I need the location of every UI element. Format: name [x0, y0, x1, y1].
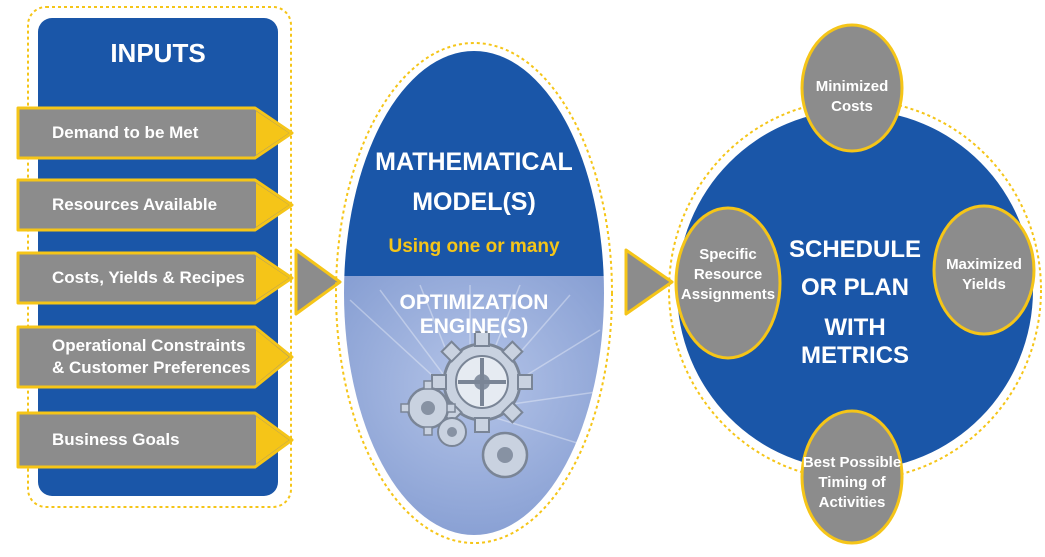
satellite-left-line2: Resource — [693, 266, 763, 283]
satellite-left — [674, 206, 782, 360]
connector-arrow-left — [294, 248, 342, 316]
input-label-demand: Demand to be Met — [52, 123, 199, 142]
input-arrow-goals — [16, 411, 294, 469]
satellite-right-line2: Yields — [962, 276, 1006, 293]
model-oval-border — [335, 42, 613, 544]
satellite-top — [800, 23, 904, 153]
engine-title: OPTIMIZATION ENGINE(S) — [399, 291, 549, 338]
output-circle — [677, 110, 1033, 470]
input-arrow-costs — [16, 251, 294, 305]
satellite-right-line1: Maximized — [946, 256, 1022, 273]
output-center-line1: SCHEDULE — [788, 236, 921, 263]
input-label-goals: Business Goals — [52, 430, 180, 449]
input-label-costs: Costs, Yields & Recipes — [52, 268, 245, 287]
model-title-line1: MATHEMATICAL — [375, 148, 573, 176]
model-title-line2: MODEL(S) — [412, 188, 536, 216]
output-center-line2: OR PLAN — [801, 274, 909, 301]
output-center-line3: WITH METRICS — [801, 314, 909, 369]
satellite-left-line3: Assignments — [680, 286, 776, 303]
model-subtitle: Using one or many — [388, 236, 560, 257]
input-arrow-demand — [16, 106, 294, 160]
satellite-bottom-line1: Best Possible — [802, 454, 902, 471]
satellite-top-line1: Minimized — [815, 78, 889, 95]
satellite-right — [932, 204, 1036, 336]
satellite-top-line2: Costs — [831, 98, 873, 115]
satellite-bottom — [800, 409, 904, 545]
input-label-constraints: Operational Constraints — [52, 336, 246, 355]
input-label-resources: Resources Available — [52, 195, 218, 214]
input-label-preferences: & Customer Preferences — [52, 358, 251, 377]
gears-icon — [400, 331, 533, 479]
satellite-bottom-line2: Timing of — [818, 474, 886, 491]
input-arrow-constraints — [16, 325, 294, 389]
satellite-left-line1: Specific — [699, 246, 757, 263]
inputs-panel-border — [27, 6, 292, 508]
input-arrow-resources — [16, 178, 294, 232]
inputs-title: INPUTS — [110, 38, 206, 68]
connector-arrow-right — [624, 248, 674, 316]
satellite-bottom-line3: Activities — [818, 494, 886, 511]
